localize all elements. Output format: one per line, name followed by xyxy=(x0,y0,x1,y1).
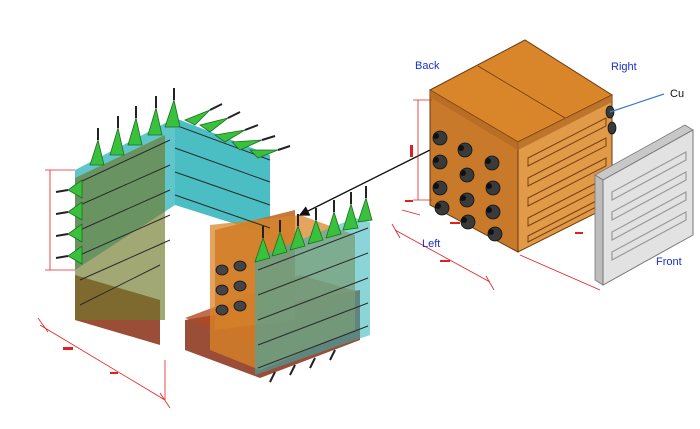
cube-rim xyxy=(430,90,612,150)
front-plate-grooves xyxy=(611,150,687,262)
label-back: Back xyxy=(415,60,440,72)
olive-plate-left xyxy=(75,135,165,320)
exploded-assembly xyxy=(37,88,373,409)
front-plate xyxy=(594,124,694,286)
fin-lines-left xyxy=(79,124,271,306)
assembly-arrow xyxy=(298,149,431,216)
dimension-lines-left xyxy=(37,169,171,409)
copper-core-ports xyxy=(215,260,247,316)
fin-lines-right xyxy=(257,227,369,369)
green-fittings-right xyxy=(254,196,373,263)
connector-pins xyxy=(55,88,367,383)
copper-cube xyxy=(391,39,617,291)
cube-connectors xyxy=(432,105,617,242)
green-fittings-left xyxy=(67,179,83,265)
green-fittings-top xyxy=(89,98,279,166)
label-cu: Cu xyxy=(670,88,685,100)
cu-leader-line xyxy=(609,93,665,113)
label-right: Right xyxy=(611,61,637,73)
cube-dimension-ticks xyxy=(405,145,583,262)
cube-dimension-lines xyxy=(391,99,612,291)
label-front: Front xyxy=(656,256,682,268)
label-left: Left xyxy=(422,238,441,250)
dimension-ticks-left xyxy=(63,347,118,374)
